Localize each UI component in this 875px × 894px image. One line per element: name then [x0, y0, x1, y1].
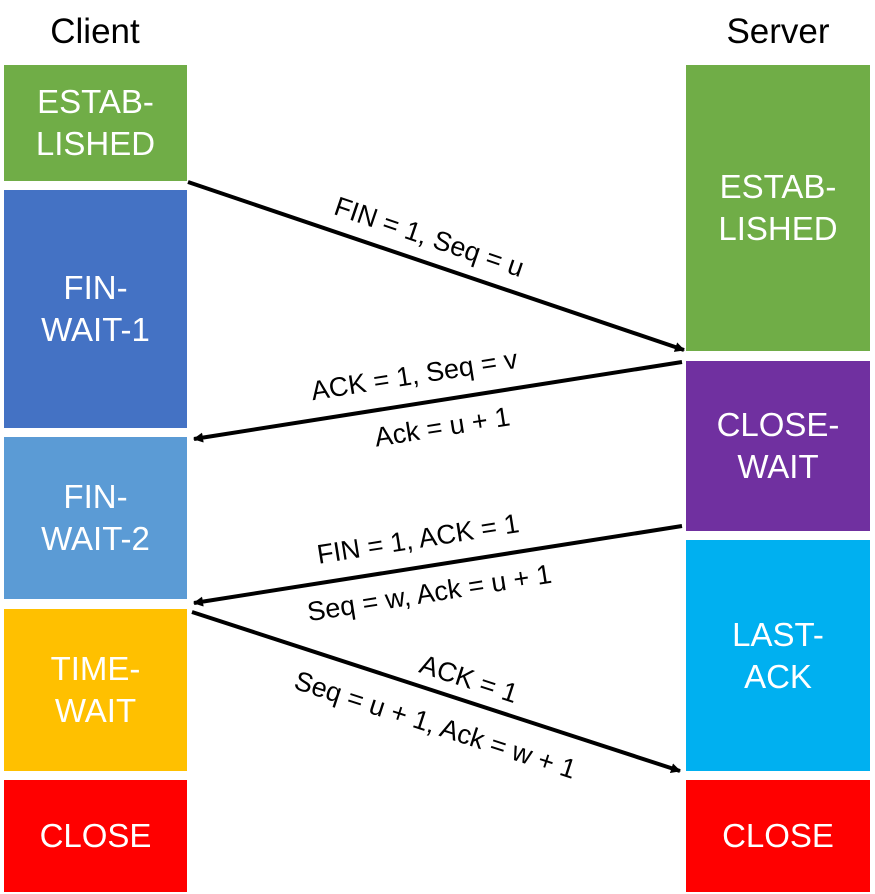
state-label-line1: ESTAB- [719, 168, 837, 205]
server-state-close-wait: CLOSE- WAIT [686, 361, 870, 531]
state-label-line2: WAIT-2 [41, 520, 150, 557]
client-state-fin-wait-1: FIN- WAIT-1 [4, 190, 187, 428]
client-state-fin-wait-2: FIN- WAIT-2 [4, 437, 187, 599]
server-state-last-ack: LAST- ACK [686, 540, 870, 771]
ack-arrow-server-to-client [193, 360, 683, 443]
state-label-line1: FIN- [63, 269, 128, 306]
state-label-line2: WAIT [737, 448, 819, 485]
ack-arrow-client-to-server [191, 610, 681, 773]
state-label-line2: ACK [744, 657, 812, 695]
server-header: Server [726, 12, 830, 51]
state-label-line1: TIME- [50, 650, 141, 687]
client-state-close: CLOSE [4, 780, 187, 892]
client-header: Client [50, 12, 140, 51]
state-label-line1: LAST- [732, 615, 824, 653]
state-label-line2: LISHED [718, 210, 838, 247]
state-label-line1: CLOSE [39, 817, 152, 854]
state-label-line2: LISHED [35, 125, 156, 162]
state-label-line1: ESTAB- [37, 83, 154, 120]
client-state-established: ESTAB- LISHED [4, 65, 187, 181]
state-label-line1: CLOSE- [716, 406, 840, 443]
server-state-established: ESTAB- LISHED [686, 65, 870, 351]
fin-arrow-server-to-client [193, 524, 683, 607]
fin-arrow-client-to-server [187, 180, 685, 352]
state-label-line1: CLOSE [722, 817, 834, 854]
server-state-close: CLOSE [686, 780, 870, 892]
state-label-line1: FIN- [63, 478, 128, 515]
state-label-line2: WAIT-1 [41, 311, 150, 348]
state-label-line2: WAIT [54, 692, 137, 729]
client-state-time-wait: TIME- WAIT [4, 609, 187, 771]
